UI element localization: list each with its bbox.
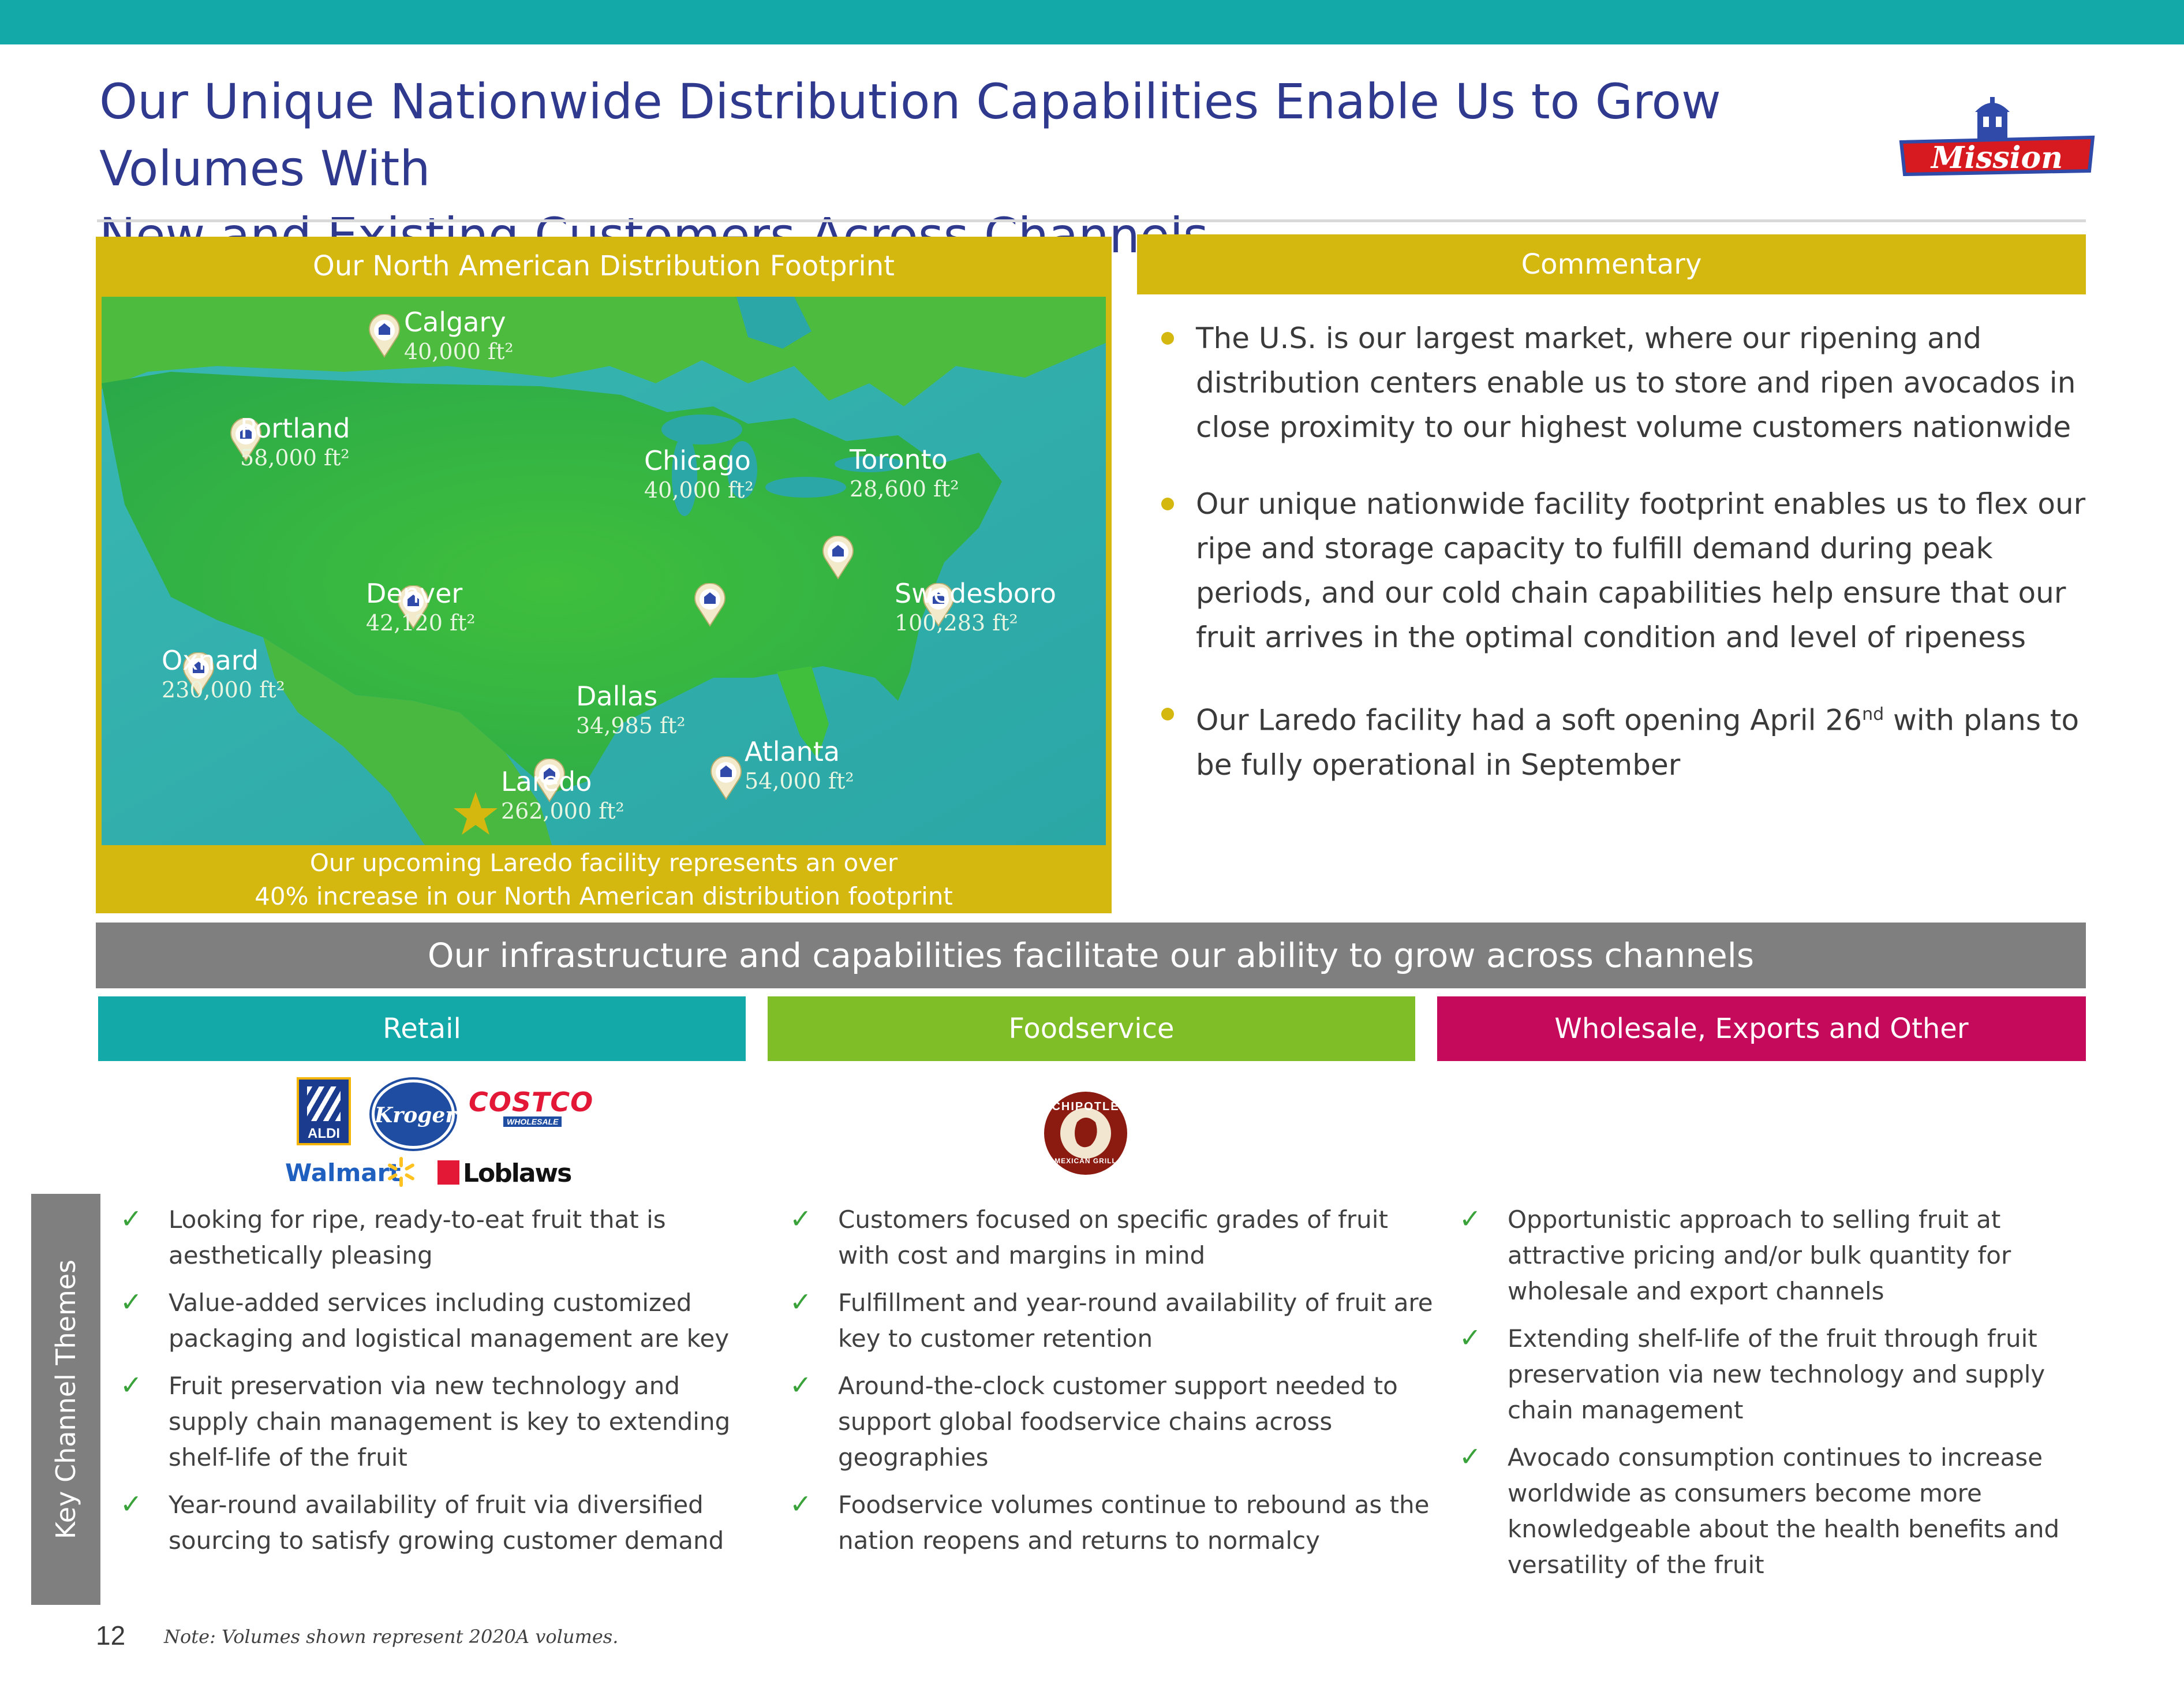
- list-item: ✓Foodservice volumes continue to rebound…: [769, 1487, 1438, 1559]
- list-item: ✓Extending shelf-life of the fruit throu…: [1438, 1321, 2090, 1428]
- checkmark-icon: ✓: [790, 1203, 812, 1234]
- aldi-logo: ALDI: [297, 1077, 351, 1145]
- atlanta-pin-icon: [710, 756, 742, 800]
- loblaws-mark-icon: [437, 1160, 459, 1185]
- commentary-header: Commentary: [1137, 234, 2086, 294]
- denver-pin-icon: [397, 585, 429, 629]
- distribution-map-panel: Our North American Distribution Footprin…: [96, 237, 1112, 913]
- loblaws-logo: Loblaws: [437, 1157, 572, 1192]
- checkmark-icon: ✓: [120, 1203, 143, 1234]
- bullet-dot-icon: [1161, 332, 1174, 345]
- oxnard-pin-icon: [182, 652, 215, 696]
- checkmark-icon: ✓: [120, 1488, 143, 1519]
- bullet-dot-icon: [1161, 708, 1174, 720]
- wholesale-themes: ✓Opportunistic approach to selling fruit…: [1438, 1202, 2090, 1594]
- commentary-bullet: Our Laredo facility had a soft opening A…: [1160, 692, 2086, 787]
- title-divider: [97, 219, 2086, 222]
- list-item: ✓Value-added services including customiz…: [99, 1285, 757, 1357]
- chipotle-logo-graphic: [1044, 1092, 1127, 1175]
- chipotle-logo: CHIPOTLE MEXICAN GRILL: [1042, 1090, 1129, 1177]
- key-channel-themes-sidebar: Key Channel Themes: [31, 1194, 100, 1605]
- list-item: ✓Around-the-clock customer support neede…: [769, 1368, 1438, 1476]
- commentary-bullet: The U.S. is our largest market, where ou…: [1160, 316, 2086, 450]
- checkmark-icon: ✓: [790, 1286, 812, 1317]
- walmart-spark-icon: [388, 1157, 414, 1187]
- laredo-star-icon: [452, 791, 499, 837]
- foodservice-themes: ✓Customers focused on specific grades of…: [769, 1202, 1438, 1570]
- page-number: 12: [96, 1620, 126, 1650]
- dallas-pin-icon: [533, 758, 566, 802]
- retail-themes: ✓Looking for ripe, ready-to-eat fruit th…: [99, 1202, 757, 1570]
- list-item: ✓Opportunistic approach to selling fruit…: [1438, 1202, 2090, 1309]
- key-channel-themes-label: Key Channel Themes: [50, 1259, 81, 1540]
- channel-retail-header: Retail: [98, 996, 746, 1061]
- list-item: ✓Fruit preservation via new technology a…: [99, 1368, 757, 1476]
- top-accent-bar: [0, 0, 2184, 44]
- bullet-dot-icon: [1161, 498, 1174, 510]
- chicago-pin-icon: [694, 582, 726, 627]
- toronto-pin-icon: [822, 535, 854, 580]
- checkmark-icon: ✓: [790, 1369, 812, 1401]
- list-item: ✓Year-round availability of fruit via di…: [99, 1487, 757, 1559]
- commentary-bullets: The U.S. is our largest market, where ou…: [1160, 316, 2086, 820]
- map-panel-header: Our North American Distribution Footprin…: [313, 250, 895, 282]
- channel-foodservice-header: Foodservice: [768, 996, 1415, 1061]
- swedesboro-pin-icon: [922, 582, 955, 627]
- aldi-stripes: [307, 1086, 341, 1121]
- kroger-logo: Kroger: [372, 1080, 456, 1149]
- channel-wholesale-header: Wholesale, Exports and Other: [1437, 996, 2086, 1061]
- map-graphic: [102, 297, 1106, 845]
- checkmark-icon: ✓: [1459, 1203, 1482, 1234]
- calgary-pin-icon: [368, 313, 401, 358]
- checkmark-icon: ✓: [790, 1488, 812, 1519]
- footnote: Note: Volumes shown represent 2020A volu…: [164, 1626, 619, 1648]
- list-item: ✓Looking for ripe, ready-to-eat fruit th…: [99, 1202, 757, 1274]
- list-item: ✓Avocado consumption continues to increa…: [1438, 1440, 2090, 1583]
- mission-logo-graphic: [1899, 97, 2095, 177]
- walmart-logo: Walmart: [285, 1156, 424, 1190]
- commentary-bullet: Our unique nationwide facility footprint…: [1160, 482, 2086, 660]
- list-item: ✓Customers focused on specific grades of…: [769, 1202, 1438, 1274]
- checkmark-icon: ✓: [120, 1369, 143, 1401]
- portland-pin-icon: [230, 417, 262, 462]
- checkmark-icon: ✓: [1459, 1322, 1482, 1353]
- map-panel-note: Our upcoming Laredo facility represents …: [255, 849, 953, 910]
- infrastructure-banner: Our infrastructure and capabilities faci…: [96, 923, 2086, 988]
- mission-logo-text: Mission: [1931, 140, 2063, 175]
- checkmark-icon: ✓: [120, 1286, 143, 1317]
- list-item: ✓Fulfillment and year-round availability…: [769, 1285, 1438, 1357]
- mission-logo: Mission: [1899, 97, 2095, 184]
- costco-logo: COSTCO WHOLESALE: [469, 1086, 594, 1127]
- checkmark-icon: ✓: [1459, 1441, 1482, 1472]
